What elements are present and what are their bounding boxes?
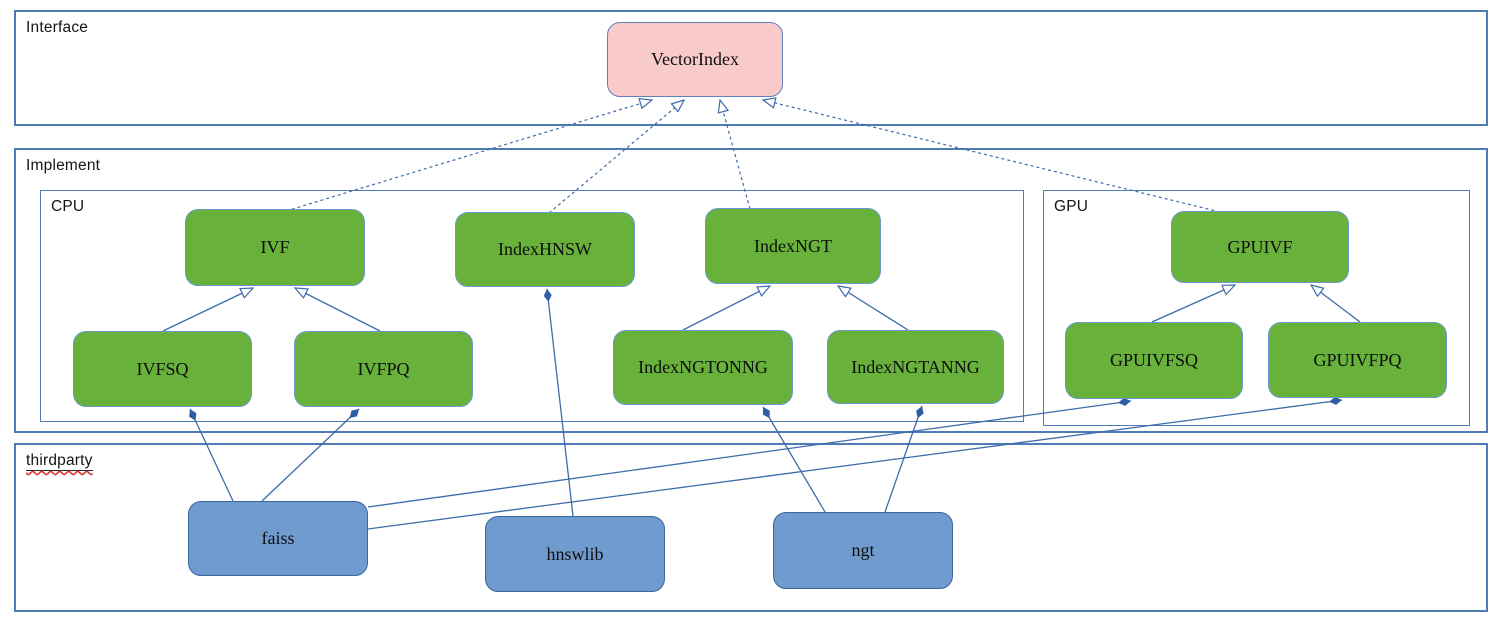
node-label: IndexNGTONNG bbox=[638, 357, 768, 377]
node-VectorIndex[interactable]: VectorIndex bbox=[607, 22, 783, 97]
container-implement[interactable]: Implement bbox=[14, 148, 1488, 433]
node-label: ngt bbox=[851, 540, 875, 560]
connection-ngt-IndexNGTONNG bbox=[762, 406, 826, 513]
connection-hnswlib-IndexHNSW bbox=[543, 288, 574, 517]
container-label-text: Interface bbox=[26, 19, 89, 36]
node-label: hnswlib bbox=[546, 543, 604, 564]
node-hnswlib[interactable]: hnswlib bbox=[485, 516, 665, 592]
node-IVF[interactable]: IVF bbox=[185, 209, 365, 286]
node-GPUIVFSQ[interactable]: GPUIVFSQ bbox=[1065, 322, 1243, 399]
connection-IVFSQ-IVF bbox=[162, 288, 253, 332]
container-label-text: CPU bbox=[51, 198, 85, 215]
node-IVFSQ[interactable]: IVFSQ bbox=[73, 331, 252, 407]
container-label-gpu: GPU bbox=[1054, 198, 1088, 216]
node-GPUIVF[interactable]: GPUIVF bbox=[1171, 211, 1349, 283]
container-cpu[interactable]: CPU bbox=[40, 190, 1024, 422]
container-label-text: thirdparty bbox=[26, 452, 93, 471]
node-IndexNGTONNG[interactable]: IndexNGTONNG bbox=[613, 330, 793, 405]
node-GPUIVFPQ[interactable]: GPUIVFPQ bbox=[1268, 322, 1447, 398]
container-gpu[interactable]: GPU bbox=[1043, 190, 1470, 426]
container-interface[interactable]: Interface bbox=[14, 10, 1488, 126]
node-ngt[interactable]: ngt bbox=[773, 512, 953, 589]
node-label: faiss bbox=[261, 528, 295, 548]
connection-ngt-IndexNGTANNG bbox=[884, 405, 924, 513]
node-label: IndexNGTANNG bbox=[851, 356, 980, 377]
connection-faiss-GPUIVFSQ bbox=[367, 397, 1132, 508]
node-label: GPUIVFPQ bbox=[1313, 349, 1402, 370]
container-label-implement: Implement bbox=[26, 157, 100, 175]
connection-faiss-IVFSQ bbox=[189, 408, 234, 502]
node-faiss[interactable]: faiss bbox=[188, 501, 368, 576]
node-label: IndexHNSW bbox=[498, 239, 592, 259]
connection-IndexNGTANNG-IndexNGT bbox=[838, 286, 909, 331]
node-label: GPUIVFSQ bbox=[1109, 350, 1199, 370]
node-IndexNGT[interactable]: IndexNGT bbox=[705, 208, 881, 284]
connection-GPUIVFPQ-GPUIVF bbox=[1311, 285, 1361, 323]
connection-IndexNGT-VectorIndex bbox=[720, 100, 751, 210]
connection-IndexHNSW-VectorIndex bbox=[548, 100, 684, 214]
node-label: IVFSQ bbox=[136, 358, 189, 379]
connection-IndexNGTONNG-IndexNGT bbox=[682, 286, 770, 331]
connection-faiss-IVFPQ bbox=[261, 408, 360, 502]
node-label: VectorIndex bbox=[651, 49, 739, 69]
container-label-thirdparty: thirdparty bbox=[26, 452, 93, 471]
container-label-text: Implement bbox=[26, 157, 101, 174]
connection-faiss-GPUIVFPQ bbox=[367, 396, 1343, 530]
connection-IVF-VectorIndex bbox=[285, 100, 652, 212]
node-label: IndexNGT bbox=[754, 235, 832, 256]
connection-GPUIVF-VectorIndex bbox=[763, 100, 1221, 213]
connection-IVFPQ-IVF bbox=[295, 288, 381, 332]
node-IVFPQ[interactable]: IVFPQ bbox=[294, 331, 473, 407]
node-label: GPUIVF bbox=[1227, 236, 1293, 257]
node-IndexNGTANNG[interactable]: IndexNGTANNG bbox=[827, 330, 1004, 404]
connection-GPUIVFSQ-GPUIVF bbox=[1151, 285, 1235, 323]
node-label: IVFPQ bbox=[357, 358, 410, 379]
node-IndexHNSW[interactable]: IndexHNSW bbox=[455, 212, 635, 287]
container-label-interface: Interface bbox=[26, 19, 88, 37]
container-thirdparty[interactable]: thirdparty bbox=[14, 443, 1488, 612]
container-label-cpu: CPU bbox=[51, 198, 84, 216]
container-label-text: GPU bbox=[1054, 198, 1089, 215]
node-label: IVF bbox=[260, 237, 290, 257]
